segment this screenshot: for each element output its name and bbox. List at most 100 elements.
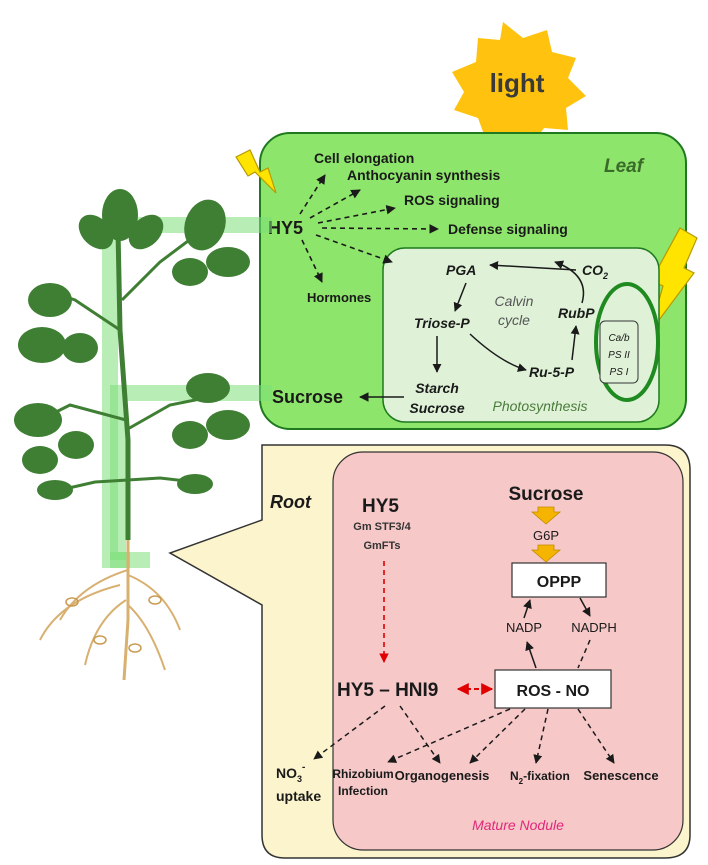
hy5-arrow-anthocyanin (309, 189, 361, 219)
root-panel: Root Mature Nodule HY5 Gm STF3/4 GmFTs S… (168, 444, 691, 859)
hy5-arrow-defense (321, 224, 439, 234)
hni9-to-organogenesis-arrow (399, 705, 441, 764)
target-anthocyanin: Anthocyanin synthesis (347, 167, 500, 183)
leaf-hy5-label: HY5 (268, 218, 303, 238)
plant-leaflet (128, 214, 164, 250)
plant-branch-3 (125, 396, 206, 432)
plant-leaflet (62, 333, 98, 363)
photosynthesis-label: Photosynthesis (493, 398, 588, 414)
plant-stem (115, 229, 131, 540)
ros-to-organogenesis-arrow (469, 708, 526, 764)
plant-leaflet (78, 214, 114, 250)
leaf-title: Leaf (604, 156, 645, 177)
photosystem-box (599, 320, 639, 384)
plant-root (127, 604, 166, 671)
target-defense-signaling: Defense signaling (448, 221, 568, 237)
plant-leaflet (206, 410, 250, 440)
sun: light (452, 22, 586, 148)
root-genes-line2: GmFTs (363, 540, 400, 552)
plant-leaflet (172, 421, 208, 449)
hy5-arrow-cell-elongation (299, 174, 326, 215)
root-nodule (65, 597, 79, 607)
photosystem-ps1: PS I (610, 367, 629, 378)
plant-leaflet (18, 327, 66, 363)
ros-to-nadp-arrow (525, 641, 537, 669)
rhizobium-line1: Rhizobium (332, 767, 393, 781)
photosynthesis-panel: Photosynthesis Ca/b PS II PS I PGA CO2 C… (382, 247, 660, 423)
hni9-to-no3-arrow (313, 705, 386, 760)
hy5-arrow-hormones (301, 239, 323, 283)
rubp-loop-arrow (554, 260, 585, 304)
leaf-sucrose-label: Sucrose (272, 387, 343, 407)
root-title: Root (270, 492, 312, 512)
plant-leaflet (184, 199, 226, 251)
sucrose-to-g6p-arrow (530, 506, 562, 525)
no3-uptake-label: NO3- (276, 762, 305, 784)
photo-sucrose-label: Sucrose (409, 400, 464, 416)
n2-rest: -fixation (523, 769, 570, 783)
n2-subscript: 2 (519, 777, 524, 786)
n2-fixation-label: N2-fixation (510, 769, 570, 786)
plant-leaflet (14, 403, 62, 437)
plant-leaflet (177, 474, 213, 494)
ros-to-n2-fixation-arrow (533, 708, 549, 764)
lightning-icon-leaf (235, 149, 277, 194)
plant-leaflet (172, 258, 208, 286)
hy5-hni9-label: HY5 – HNI9 (337, 680, 438, 701)
oppp-to-nadph-arrow (579, 597, 591, 617)
oppp-label: OPPP (537, 574, 582, 591)
plant (14, 189, 272, 681)
plant-root (122, 540, 130, 681)
g6p-to-oppp-arrow (530, 544, 562, 563)
ros-no-box (494, 669, 612, 709)
plant-leaflet (22, 446, 58, 474)
ros-no-label: ROS - NO (517, 683, 590, 700)
plant-branch-2 (120, 230, 201, 302)
nadp-to-oppp-arrow (523, 599, 532, 619)
ros-to-rhizobium-arrow (387, 708, 511, 763)
photosystem-ps2: PS II (608, 350, 630, 361)
pga-to-triose-arrow (453, 282, 467, 312)
nodule-sucrose-label: Sucrose (509, 484, 584, 505)
n2-text: N (510, 769, 519, 783)
nadph-label: NADPH (571, 620, 617, 635)
triose-p-label: Triose-P (414, 315, 470, 331)
starch-label: Starch (415, 380, 459, 396)
nadp-label: NADP (506, 620, 542, 635)
pga-label: PGA (446, 262, 476, 278)
hy5-arrow-photosynthesis (315, 234, 393, 264)
plant-leaflet (186, 373, 230, 403)
plant-root (39, 584, 121, 641)
plant-leaflet (206, 247, 250, 277)
ru5p-to-rubp-arrow (570, 325, 580, 361)
chloroplast-membrane (594, 282, 660, 402)
leaf-hy5-signaling: HY5 Cell elongation Anthocyanin synthesi… (268, 150, 568, 407)
root-nodule (148, 595, 162, 605)
organogenesis-label: Organogenesis (395, 768, 490, 783)
plant-root (127, 574, 181, 631)
rhizobium-line2: Infection (338, 784, 388, 798)
g6p-label: G6P (533, 528, 559, 543)
uptake-label: uptake (276, 788, 321, 804)
plant-root (84, 599, 127, 666)
root-nodule (93, 635, 107, 645)
no3-text: NO (276, 765, 297, 781)
co2-label: CO2 (582, 262, 608, 281)
triose-to-ru5p-arrow (469, 333, 527, 372)
photosystem-cab: Ca/b (608, 333, 630, 344)
target-hormones: Hormones (307, 290, 371, 305)
sun-icon (452, 22, 586, 148)
senescence-label: Senescence (583, 768, 658, 783)
nodule-panel-bg (332, 451, 684, 851)
co2-text: CO (582, 262, 603, 278)
co2-to-pga-arrow (489, 260, 577, 271)
target-cell-elongation: Cell elongation (314, 150, 414, 166)
no3-subscript: 3 (297, 774, 302, 784)
ros-to-senescence-arrow (577, 708, 615, 764)
root-hy5-label: HY5 (362, 496, 399, 517)
calvin-cycle-line2: cycle (498, 312, 530, 328)
hy5-arrow-ros (317, 204, 396, 224)
co2-subscript: 2 (602, 271, 608, 281)
plant-leaflet (102, 189, 138, 241)
